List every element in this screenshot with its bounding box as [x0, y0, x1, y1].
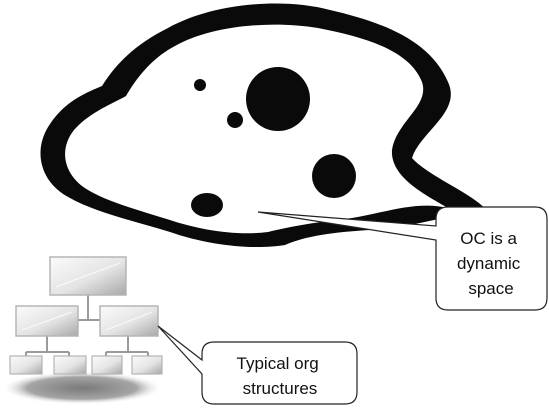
oc-spot-medium [312, 154, 356, 198]
oc-spot-lower [191, 193, 223, 217]
org-chart-icon [4, 257, 162, 404]
oc-spot-tiny [194, 79, 206, 91]
org-callout-line-1: Typical org [237, 354, 319, 373]
oc-callout-line-2: dynamic [457, 254, 521, 273]
org-callout-line-2: structures [243, 379, 318, 398]
org-box-bottom-4 [132, 356, 162, 374]
org-chart-shadow [4, 372, 160, 404]
org-box-top [50, 257, 126, 295]
org-box-bottom-3 [92, 356, 122, 374]
oc-blob-inner [65, 25, 448, 234]
oc-spot-small [227, 112, 243, 128]
org-box-bottom-1 [10, 356, 42, 374]
org-box-bottom-2 [54, 356, 86, 374]
oc-spot-large [246, 67, 310, 131]
oc-callout-line-3: space [468, 279, 513, 298]
oc-callout-line-1: OC is a [460, 229, 517, 248]
